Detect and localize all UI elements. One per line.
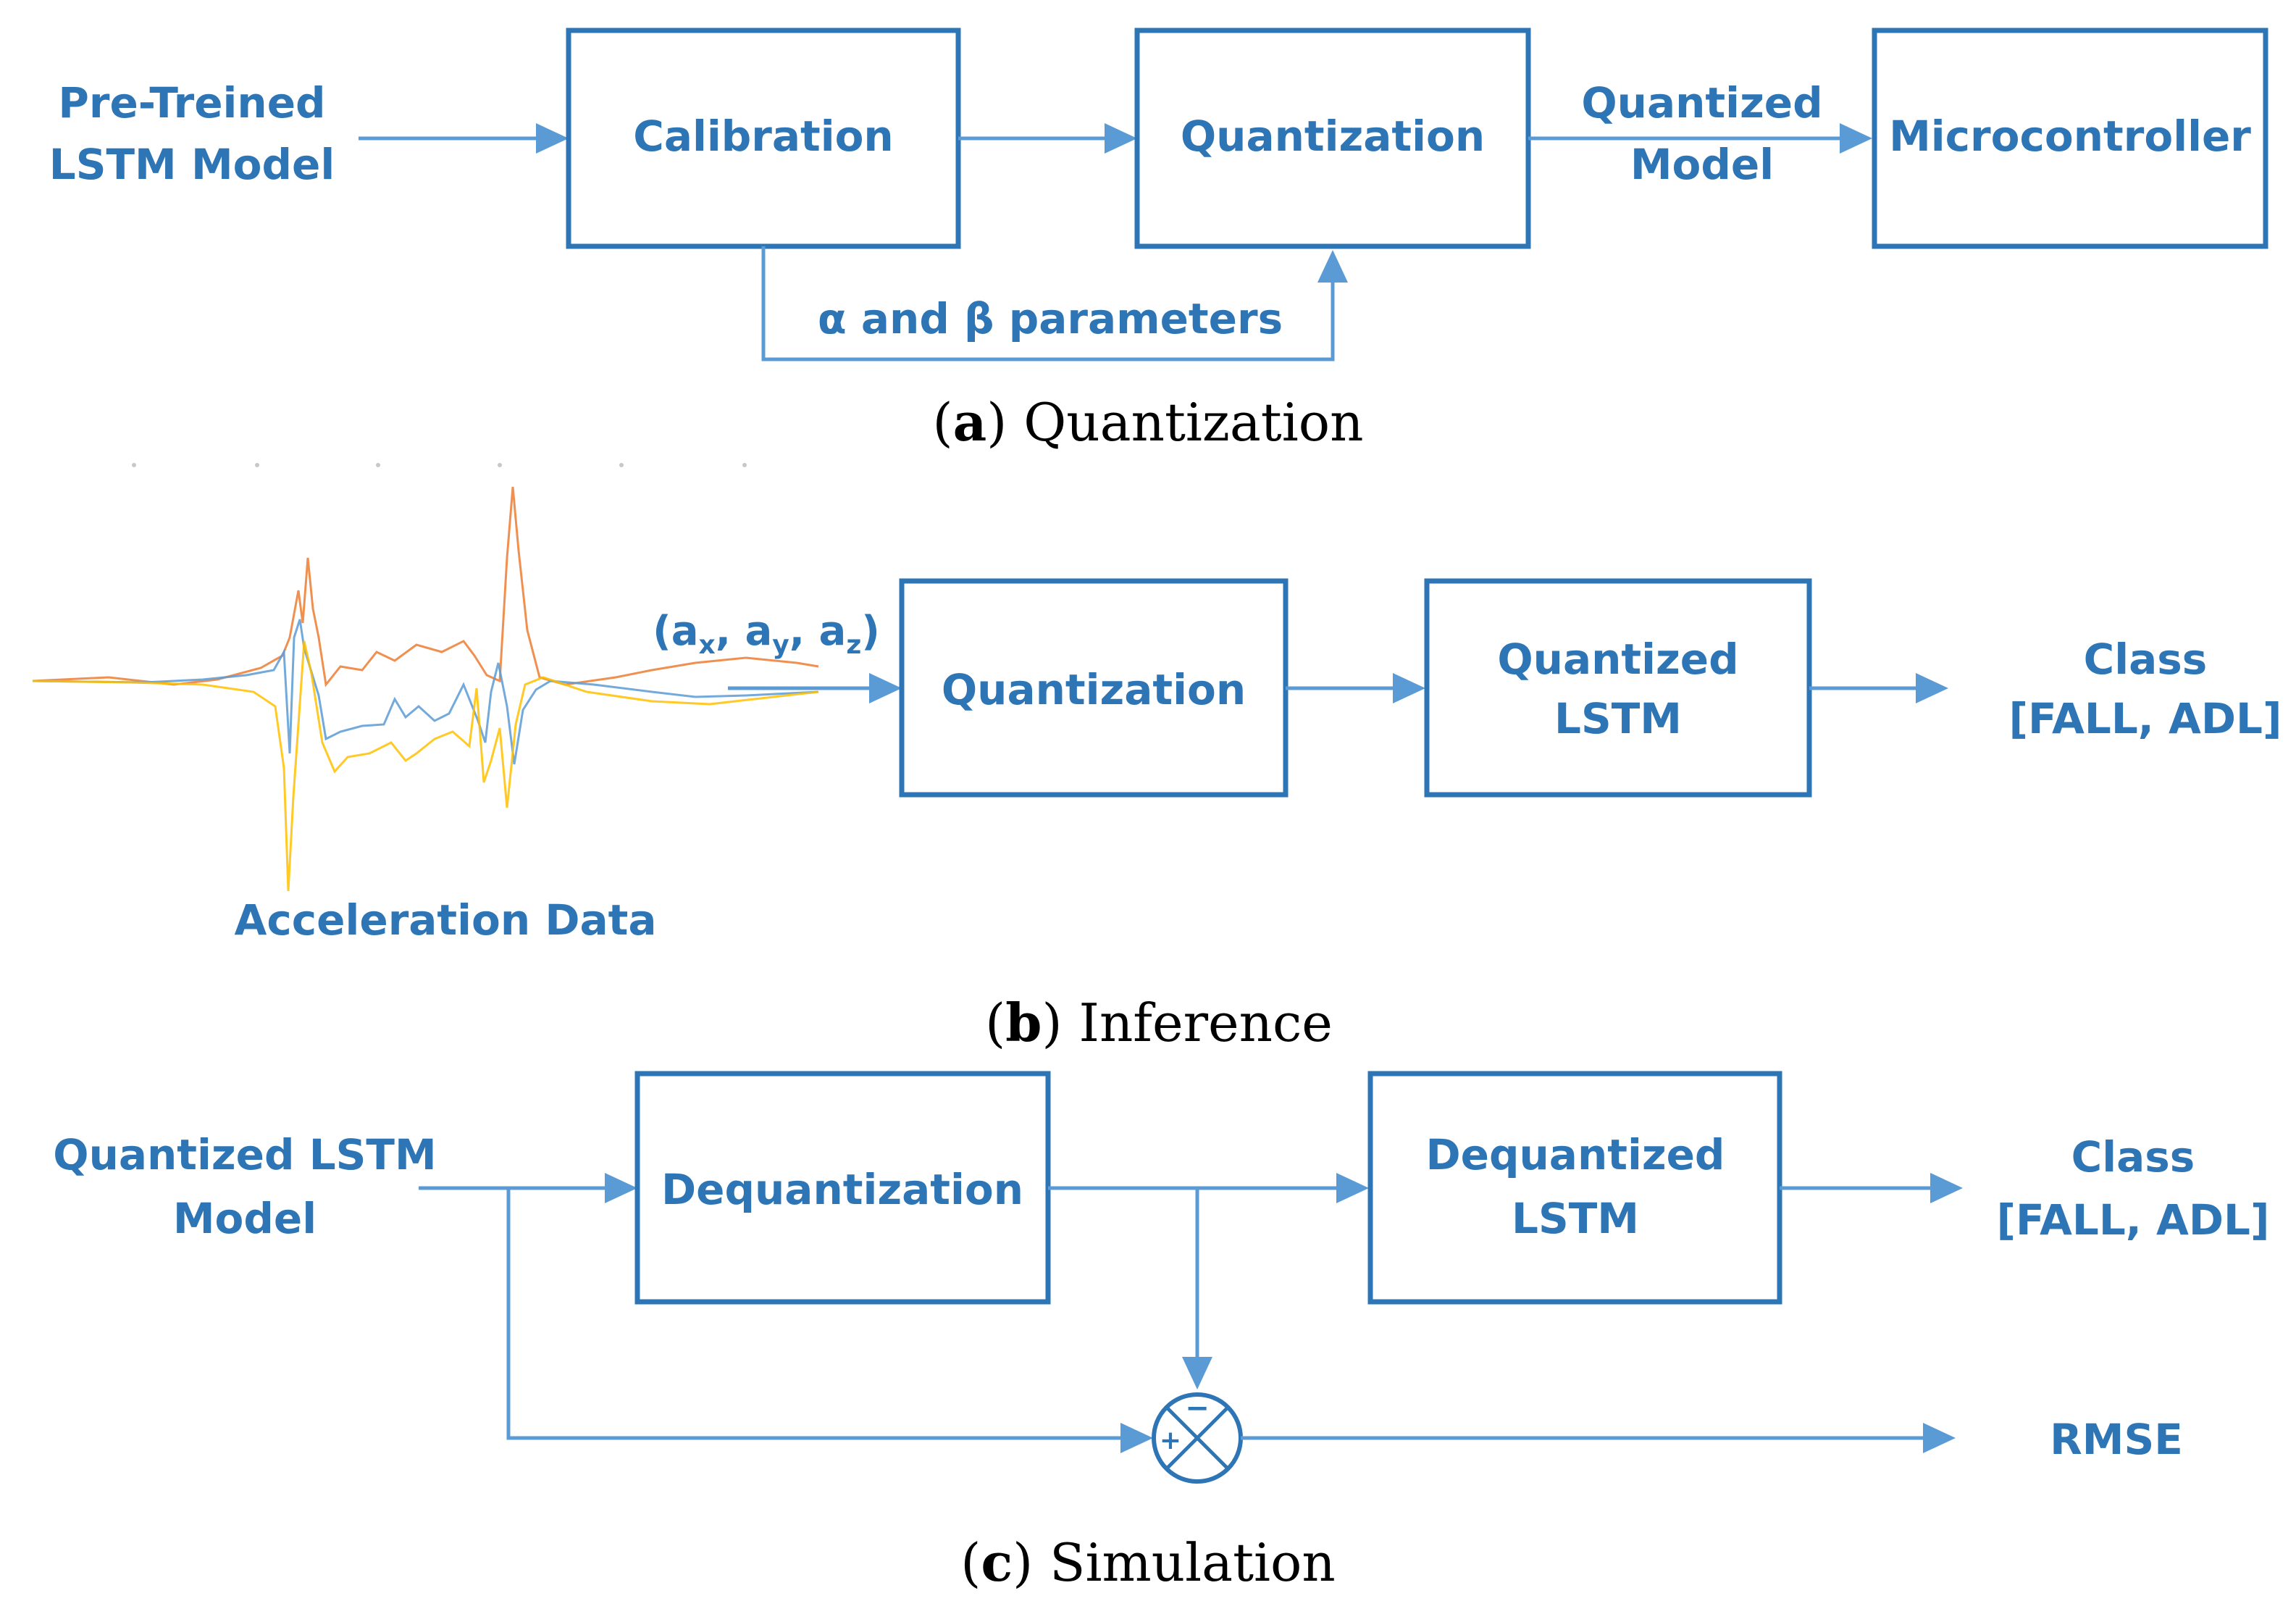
arrowhead-quantized-lstm (1393, 673, 1425, 703)
class-label-c-line1: Class (2071, 1132, 2195, 1182)
class-label-c-line2: [FALL, ADL] (1997, 1195, 2270, 1245)
class-label-b-line1: Class (2084, 635, 2208, 684)
arrowhead-calibration (536, 123, 569, 154)
caption-b: (b) Inference (985, 992, 1333, 1053)
arrowhead-comparator-left (1120, 1423, 1153, 1453)
comparator-cross-2 (1165, 1406, 1229, 1470)
quantization-label-b: Quantization (942, 665, 1246, 714)
quantized-lstm-label-line1: Quantized (1497, 635, 1738, 684)
caption-b-letter: b (1005, 992, 1042, 1053)
arrowhead-quantization-b (869, 673, 902, 703)
arrowhead-comparator-top (1182, 1357, 1212, 1389)
signal-z-trace (32, 640, 819, 892)
comparator-plus-sign: + (1160, 1426, 1181, 1455)
comparator-minus-sign: − (1185, 1392, 1210, 1425)
panel-c: Quantized LSTM Model Dequantization Dequ… (53, 1071, 2270, 1593)
panel-a: Pre-Treined LSTM Model Calibration Quant… (49, 28, 2268, 453)
class-label-b-line2: [FALL, ADL] (2009, 694, 2282, 743)
quantization-box-a (1134, 28, 1531, 249)
microcontroller-label: Microcontroller (1889, 112, 2251, 161)
acceleration-signal-plot (32, 486, 819, 892)
signal-y-trace (32, 486, 819, 687)
dequantized-lstm-label-line2: LSTM (1512, 1194, 1639, 1243)
arrowhead-microcontroller (1840, 123, 1872, 154)
feedback-loop-line (761, 246, 1335, 361)
dequantization-label: Dequantization (661, 1165, 1023, 1214)
arrowhead-class-b (1916, 673, 1948, 703)
quantized-lstm-model-label-line1: Quantized LSTM (53, 1130, 436, 1179)
arrowhead-dequantized-lstm (1336, 1173, 1369, 1203)
caption-c: (c) Simulation (960, 1531, 1336, 1593)
arrowhead-class-c (1930, 1173, 1963, 1203)
signal-x-trace (32, 619, 819, 765)
quantization-label-a: Quantization (1181, 112, 1485, 161)
caption-b-text: Inference (1063, 992, 1333, 1053)
microcontroller-box (1872, 28, 2268, 249)
dequantization-box (634, 1071, 1051, 1305)
dequantized-lstm-label-line1: Dequantized (1426, 1130, 1725, 1179)
quantized-lstm-model-label-line2: Model (173, 1194, 317, 1243)
arrowhead-rmse (1923, 1423, 1956, 1453)
alpha-beta-label: α and β parameters (818, 294, 1283, 343)
quantized-model-label-line1: Quantized (1581, 78, 1822, 128)
comparator-junction: − + (1152, 1392, 1243, 1484)
caption-a: (a) Quantization (933, 391, 1364, 453)
calibration-label: Calibration (633, 112, 893, 161)
caption-c-letter: c (981, 1531, 1013, 1593)
arrowhead-feedback (1317, 250, 1348, 283)
caption-a-letter: a (953, 391, 987, 453)
quantized-lstm-label-line2: LSTM (1554, 694, 1682, 743)
dequantized-lstm-box (1367, 1071, 1782, 1305)
pretrained-label-line1: Pre-Treined (58, 78, 325, 128)
arrowhead-quantization (1105, 123, 1137, 154)
axyz-input-label: (ax, ay, az) (653, 608, 880, 660)
rmse-label: RMSE (2050, 1415, 2183, 1464)
quantized-model-label-line2: Model (1630, 140, 1774, 189)
quantized-lstm-box (1424, 578, 1812, 798)
acceleration-data-label: Acceleration Data (234, 895, 656, 945)
arrowhead-dequantization (605, 1173, 637, 1203)
caption-a-text: Quantization (1007, 392, 1363, 453)
signal-tick-marks (132, 463, 747, 467)
pretrained-label-line2: LSTM Model (49, 140, 335, 189)
branch-input-to-comparator (506, 1188, 1126, 1440)
caption-c-text: Simulation (1033, 1532, 1336, 1593)
panel-b: Acceleration Data (ax, ay, az) Quantizat… (32, 463, 2282, 1053)
quantization-box-b (899, 578, 1289, 798)
